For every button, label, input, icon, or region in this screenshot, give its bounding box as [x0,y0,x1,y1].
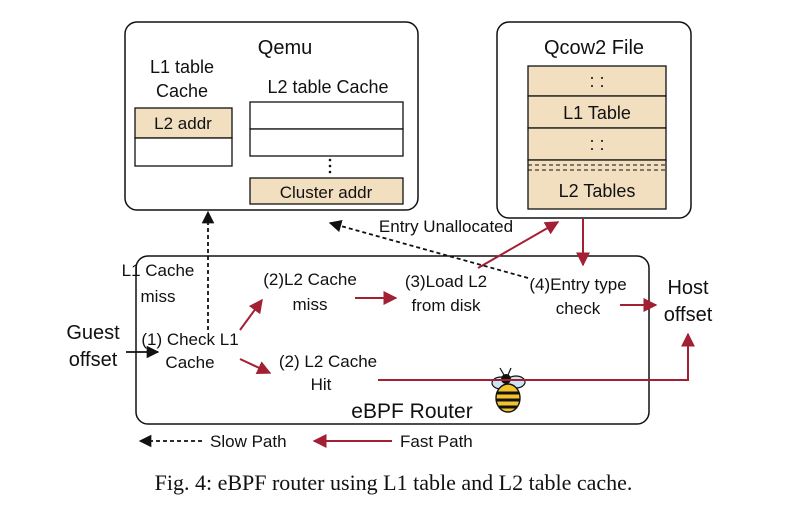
legend-slow-path: Slow Path [210,432,287,451]
qcow2-row-label: L2 Tables [559,181,636,201]
l2-cache-cell [249,177,404,205]
l1-cache-title-line1: L1 table [150,57,214,77]
legend-fast-path: Fast Path [400,432,473,451]
arrow-hit-to-host [378,332,695,381]
qcow2-row [527,127,667,161]
arrow-load-to-qcow2 [477,221,560,269]
label-host-offset-line2: offset [664,304,713,326]
label-guest-offset-line2: offset [69,349,118,371]
step-check-l1: (1) Check L1 [141,330,238,349]
step-l2-miss-line2: miss [293,295,328,314]
step-load-l2-line2: from disk [412,296,481,315]
label-l1-miss-line2: miss [141,287,176,306]
qemu-title: Qemu [258,37,312,59]
qcow2-title: Qcow2 File [544,37,644,59]
l1-cache-cell-empty [134,137,233,167]
step-entry-check: (4)Entry type [529,275,626,294]
label-l1-miss: L1 Cache [122,261,195,280]
step-l2-hit: (2) L2 Cache [279,352,377,371]
l2-cache-title: L2 table Cache [267,77,388,97]
step-load-l2: (3)Load L2 [405,272,487,291]
label-guest-offset: Guest [66,322,120,344]
arrow-to-l2-miss [239,298,263,331]
l2-cache-cell-label: Cluster addr [280,183,373,202]
bee-icon [491,367,526,413]
qcow2-row [527,65,667,97]
l2-cache-row [249,128,404,157]
ellipsis-vertical-icon [328,158,332,174]
arrow-entry-unallocated [328,219,529,279]
l2-cache-row [249,101,404,130]
figure-caption: Fig. 4: eBPF router using L1 table and L… [154,470,633,495]
qcow2-row-label: L1 Table [563,103,631,123]
qcow2-box: Qcow2 File : : L1 Table : : L2 Tables [496,21,692,219]
step-l2-miss: (2)L2 Cache [263,270,357,289]
l1-cache-cell [134,107,233,139]
label-host-offset: Host [667,277,709,299]
label-entry-unallocated: Entry Unallocated [379,217,513,236]
step-entry-check-line2: check [556,299,601,318]
qcow2-row [527,159,667,210]
qemu-box: Qemu L1 table Cache L2 addr L2 table Cac… [124,21,419,211]
router-box: eBPF Router (1) Check L1 Cache (2)L2 Cac… [135,255,650,425]
arrow-to-l2-hit [239,358,272,375]
step-check-l1-line2: Cache [165,353,214,372]
router-title: eBPF Router [351,400,472,423]
qcow2-row-label: : : [589,71,604,91]
step-l2-hit-line2: Hit [311,375,332,394]
l1-cache-title-line2: Cache [156,81,208,101]
l1-cache-cell-label: L2 addr [154,114,212,133]
qcow2-row-label: : : [589,134,604,154]
